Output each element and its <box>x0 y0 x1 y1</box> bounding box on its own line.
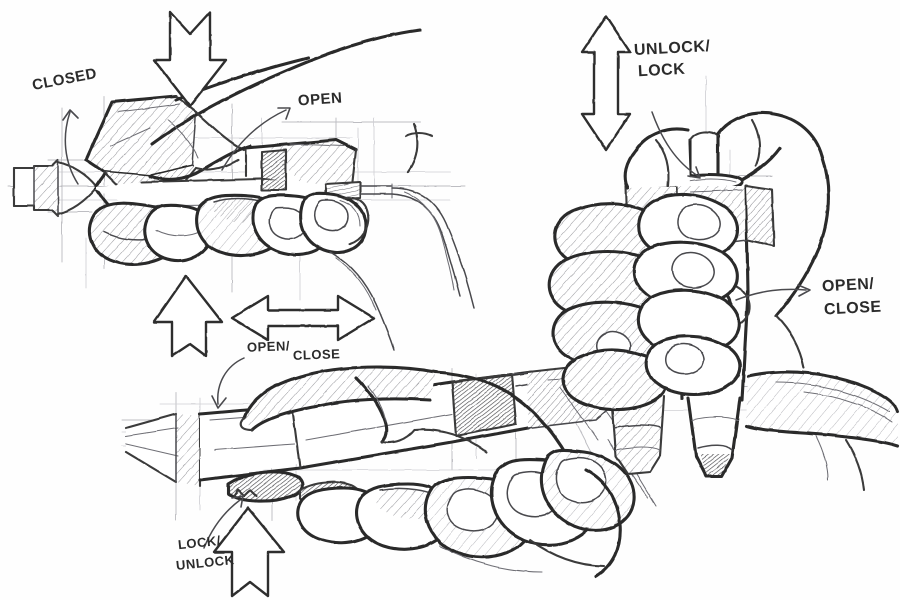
label-unlock-lock-line2: LOCK <box>637 60 686 81</box>
view-right <box>547 75 900 492</box>
fingers-right <box>547 192 742 412</box>
label-open-close-right-line2: CLOSE <box>823 298 883 319</box>
pointer-unlock-lock <box>651 111 701 179</box>
cords-top-left <box>329 122 475 351</box>
arrow-lock-unlock-up <box>212 506 286 598</box>
pointer-lock-unlock <box>203 495 244 549</box>
pointer-open <box>221 107 291 171</box>
view-top-left <box>7 28 475 351</box>
hand-right <box>623 111 900 492</box>
fingers-top-left <box>87 191 370 266</box>
label-open-close-right-line1: OPEN/ <box>821 275 875 296</box>
label-open: OPEN <box>297 89 343 110</box>
device-nozzle-bottom-left <box>124 412 202 488</box>
pointer-closed <box>62 109 79 185</box>
thumb-bottom-left <box>239 365 580 480</box>
label-open-close-mid-line2: CLOSE <box>292 346 341 363</box>
arrow-open-close-horizontal <box>230 294 376 342</box>
label-open-close-mid-line1: OPEN/ <box>246 338 291 355</box>
pointer-open-close-right <box>735 284 811 301</box>
arrow-press-up-top-left <box>152 274 224 358</box>
arrow-press-down-top-left <box>152 10 228 108</box>
fingers-bottom-left <box>296 439 657 578</box>
pointer-open-close-mid <box>211 357 245 409</box>
arrow-unlock-lock-vertical <box>580 14 632 152</box>
